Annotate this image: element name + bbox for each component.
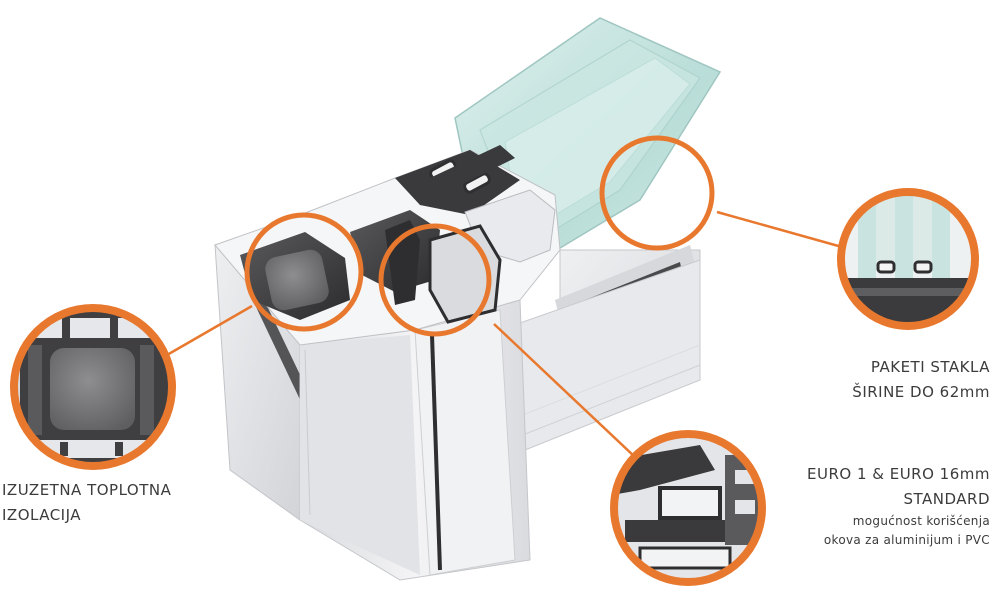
- foam-core-zoom: [50, 348, 135, 430]
- label-line: EURO 1 & EURO 16mm: [807, 465, 990, 483]
- callout-connectors: [166, 210, 843, 459]
- frame-face-mid: [300, 335, 420, 575]
- thermal-foam-core: [265, 249, 329, 311]
- highlight-circle-glass: [599, 135, 715, 251]
- highlight-circle-euro: [378, 223, 492, 337]
- section-chamber-6: [385, 220, 420, 305]
- label-line: STANDARD: [903, 490, 990, 508]
- connector-insulation: [166, 304, 253, 357]
- label-line: IZOLACIJA: [2, 506, 82, 524]
- label-line: PAKETI STAKLA: [870, 358, 990, 376]
- label-line: ŠIRINE DO 62mm: [852, 383, 990, 401]
- label-thermal-insulation: IZUZETNA TOPLOTNA IZOLACIJA: [2, 478, 171, 528]
- zoom-callout-euro: [610, 430, 766, 586]
- connector-euro: [493, 323, 637, 459]
- label-note: mogućnost korišćenja: [852, 514, 990, 528]
- highlight-circle-insulation: [244, 212, 364, 332]
- label-note: okova za aluminijum i PVC: [823, 533, 990, 547]
- label-euro-standard: EURO 1 & EURO 16mm STANDARD mogućnost ko…: [807, 462, 990, 550]
- zoom-callout-glass: [837, 188, 979, 330]
- connector-glass: [716, 210, 843, 249]
- frame-face-column: [414, 309, 516, 576]
- label-line: IZUZETNA TOPLOTNA: [2, 481, 172, 499]
- zoom-callout-insulation: [10, 304, 176, 470]
- label-glass-packages: PAKETI STAKLA ŠIRINE DO 62mm: [852, 355, 990, 405]
